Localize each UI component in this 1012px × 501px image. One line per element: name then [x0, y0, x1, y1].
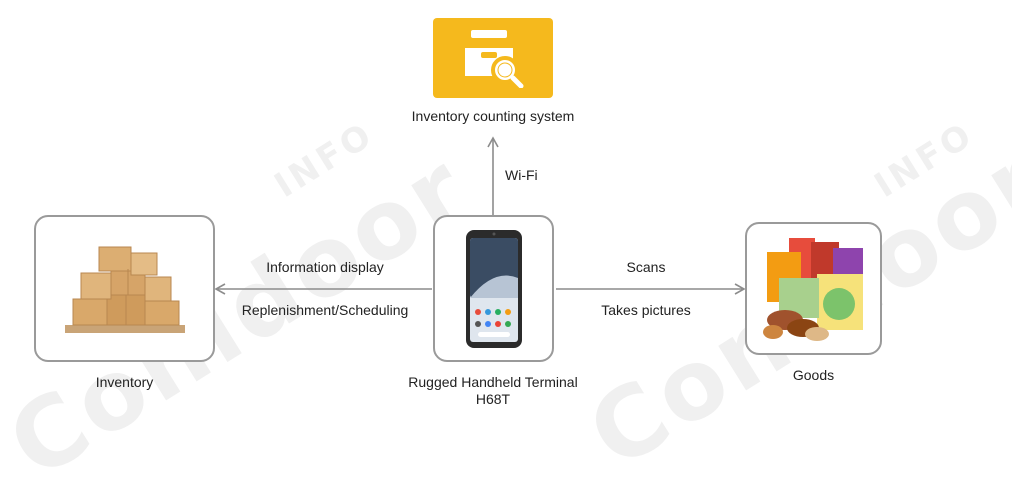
handheld-terminal-image	[465, 229, 522, 348]
connector-lines	[214, 136, 746, 295]
snack-packages-image	[762, 237, 863, 341]
box-search-icon	[465, 30, 524, 88]
scans-label: Scans	[626, 259, 666, 275]
system-node	[433, 18, 553, 98]
wifi-label: Wi-Fi	[505, 167, 538, 183]
inventory-label: Inventory	[95, 374, 154, 390]
terminal-node	[433, 215, 554, 362]
goods-node	[745, 222, 882, 355]
cardboard-boxes-image	[64, 246, 185, 333]
terminal-label-line1: Rugged Handheld Terminal	[408, 374, 578, 390]
system-label: Inventory counting system	[411, 108, 575, 124]
information-display-label: Information display	[266, 259, 384, 275]
inventory-node	[34, 215, 215, 362]
goods-label: Goods	[792, 367, 835, 383]
terminal-label-line2: H68T	[475, 391, 511, 407]
replenishment-scheduling-label: Replenishment/Scheduling	[241, 302, 409, 318]
terminal-label: Rugged Handheld Terminal H68T	[378, 374, 608, 408]
takes-pictures-label: Takes pictures	[601, 302, 691, 318]
